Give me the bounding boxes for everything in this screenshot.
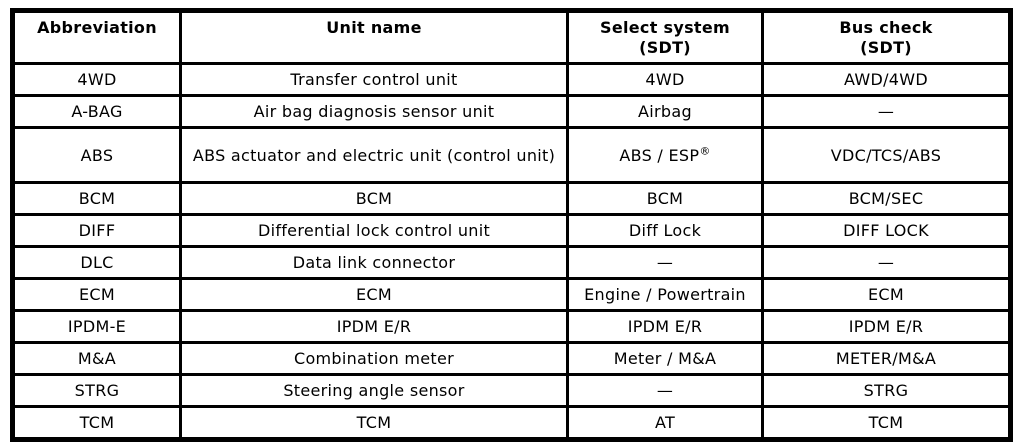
col-header-bus-check: Bus check (SDT) xyxy=(761,9,1012,65)
col-header-abbreviation: Abbreviation xyxy=(11,9,182,65)
row-strg: STRG Steering angle sensor — STRG xyxy=(11,373,1012,408)
cell-select-system: BCM xyxy=(566,181,764,216)
row-diff: DIFF Differential lock control unit Diff… xyxy=(11,213,1012,248)
cell-abbreviation: TCM xyxy=(11,405,182,441)
cell-select-system: Meter / M&A xyxy=(566,341,764,376)
cell-unit-name: Data link connector xyxy=(179,245,569,280)
cell-bus-check: ECM xyxy=(761,277,1012,312)
row-4wd: 4WD Transfer control unit 4WD AWD/4WD xyxy=(11,62,1012,97)
cell-bus-check: TCM xyxy=(761,405,1012,441)
cell-bus-check: IPDM E/R xyxy=(761,309,1012,344)
cell-select-system: AT xyxy=(566,405,764,441)
cell-bus-check: VDC/TCS/ABS xyxy=(761,126,1012,184)
cell-select-system: — xyxy=(566,245,764,280)
cell-unit-name: BCM xyxy=(179,181,569,216)
cell-abbreviation: ABS xyxy=(11,126,182,184)
cell-abbreviation: IPDM-E xyxy=(11,309,182,344)
cell-bus-check: DIFF LOCK xyxy=(761,213,1012,248)
cell-bus-check: BCM/SEC xyxy=(761,181,1012,216)
cell-unit-name: TCM xyxy=(179,405,569,441)
cell-select-system: Airbag xyxy=(566,94,764,129)
cell-select-system: ABS / ESP® xyxy=(566,126,764,184)
row-dlc: DLC Data link connector — — xyxy=(11,245,1012,280)
col-header-unit-name: Unit name xyxy=(179,9,569,65)
cell-abbreviation: BCM xyxy=(11,181,182,216)
cell-unit-name: ABS actuator and electric unit (control … xyxy=(179,126,569,184)
cell-bus-check: STRG xyxy=(761,373,1012,408)
cell-unit-name: Steering angle sensor xyxy=(179,373,569,408)
cell-abbreviation: STRG xyxy=(11,373,182,408)
cell-unit-name: ECM xyxy=(179,277,569,312)
cell-bus-check: — xyxy=(761,94,1012,129)
cell-abbreviation: M&A xyxy=(11,341,182,376)
row-a-bag: A-BAG Air bag diagnosis sensor unit Airb… xyxy=(11,94,1012,129)
row-bcm: BCM BCM BCM BCM/SEC xyxy=(11,181,1012,216)
cell-select-system: Engine / Powertrain xyxy=(566,277,764,312)
cell-unit-name: Air bag diagnosis sensor unit xyxy=(179,94,569,129)
unit-abbreviation-table: Abbreviation Unit name Select system (SD… xyxy=(10,8,1013,442)
col-header-select-system: Select system (SDT) xyxy=(566,9,764,65)
header-row: Abbreviation Unit name Select system (SD… xyxy=(11,9,1012,65)
cell-abbreviation: DIFF xyxy=(11,213,182,248)
cell-abbreviation: A-BAG xyxy=(11,94,182,129)
cell-abbreviation: DLC xyxy=(11,245,182,280)
cell-unit-name: Differential lock control unit xyxy=(179,213,569,248)
cell-select-system: 4WD xyxy=(566,62,764,97)
cell-select-system: IPDM E/R xyxy=(566,309,764,344)
row-ecm: ECM ECM Engine / Powertrain ECM xyxy=(11,277,1012,312)
cell-select-system: — xyxy=(566,373,764,408)
cell-unit-name: Combination meter xyxy=(179,341,569,376)
row-m-and-a: M&A Combination meter Meter / M&A METER/… xyxy=(11,341,1012,376)
cell-bus-check: AWD/4WD xyxy=(761,62,1012,97)
cell-unit-name: Transfer control unit xyxy=(179,62,569,97)
cell-unit-name: IPDM E/R xyxy=(179,309,569,344)
cell-abbreviation: 4WD xyxy=(11,62,182,97)
row-ipdm-e: IPDM-E IPDM E/R IPDM E/R IPDM E/R xyxy=(11,309,1012,344)
table-container: Abbreviation Unit name Select system (SD… xyxy=(10,8,1013,442)
cell-abbreviation: ECM xyxy=(11,277,182,312)
cell-bus-check: METER/M&A xyxy=(761,341,1012,376)
cell-select-system: Diff Lock xyxy=(566,213,764,248)
row-abs: ABS ABS actuator and electric unit (cont… xyxy=(11,126,1012,184)
row-tcm: TCM TCM AT TCM xyxy=(11,405,1012,441)
cell-bus-check: — xyxy=(761,245,1012,280)
